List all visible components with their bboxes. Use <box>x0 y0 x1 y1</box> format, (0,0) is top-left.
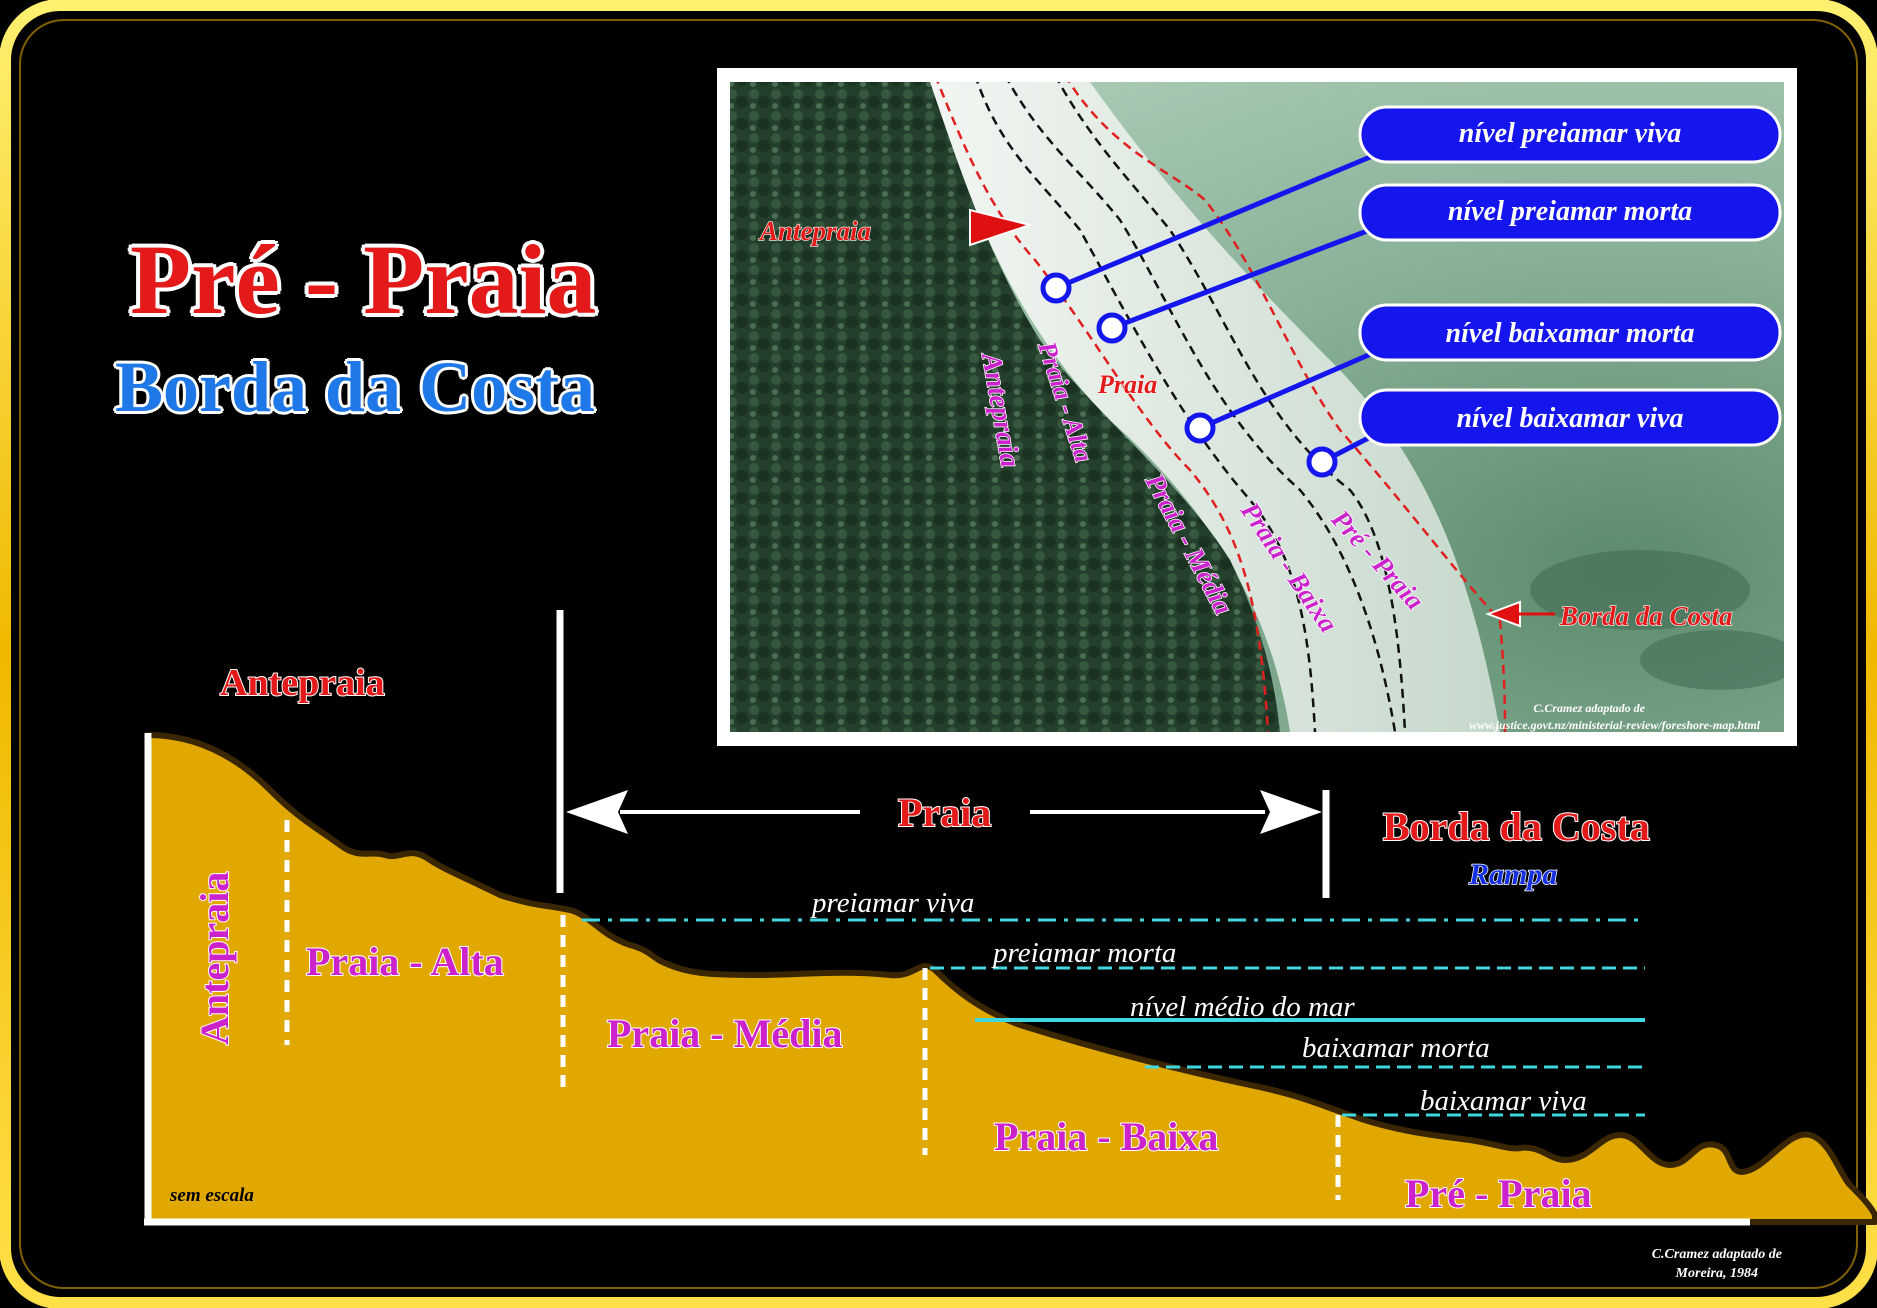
photo-label-borda-da-costa: Borda da Costa <box>1559 601 1733 631</box>
credit-line1: C.Cramez adaptado de <box>1652 1247 1782 1262</box>
photo-borda-pointer: Borda da Costa <box>1485 600 1733 632</box>
boundary-praia-alta-line <box>976 82 1317 732</box>
callout-baixamar-morta: nível baixamar morta <box>1184 303 1782 444</box>
page-subtitle: Borda da Costa <box>115 347 596 427</box>
callout-label: nível preiamar morta <box>1448 196 1692 227</box>
profile-label-rampa: Rampa <box>1468 858 1557 891</box>
profile-label-praia-media: Praia - Média <box>607 1011 843 1056</box>
callout-label: nível baixamar viva <box>1456 403 1683 434</box>
boundary-praia-media-line <box>1007 82 1397 732</box>
level-label-baixamar-morta: baixamar morta <box>1302 1032 1490 1064</box>
callout-preiamar-viva: nível preiamar viva <box>1040 105 1782 304</box>
profile-label-antepraia-vertical: Antepraia <box>192 872 237 1045</box>
vegetation-area <box>730 82 1280 732</box>
profile-label-praia-alta: Praia - Alta <box>306 939 504 984</box>
scale-note: sem escala <box>169 1185 254 1206</box>
boundary-praia-baixa-line <box>1057 82 1407 732</box>
level-label-preiamar-morta: preiamar morta <box>991 937 1176 969</box>
profile-label-pre-praia: Pré - Praia <box>1405 1171 1592 1216</box>
photo-credit-line2: www.justice.govt.nz/ministerial-review/f… <box>1469 718 1761 732</box>
profile-label-borda-da-costa: Borda da Costa <box>1383 804 1650 849</box>
aerial-photo-panel: nível preiamar viva nível preiamar morta… <box>717 68 1797 746</box>
boundary-antepraia-line <box>936 82 1270 732</box>
credit-line2: Moreira, 1984 <box>1675 1266 1758 1281</box>
level-label-baixamar-viva: baixamar viva <box>1420 1085 1587 1117</box>
sand-profile <box>145 732 1877 1225</box>
profile-label-praia: Praia <box>898 790 991 835</box>
photo-label-antepraia: Antepraia <box>758 216 871 246</box>
photo-antepraia-pointer: Antepraia <box>757 208 1034 247</box>
praia-span-arrow <box>556 610 1330 898</box>
page-title: Pré - Praia <box>130 224 597 335</box>
callout-preiamar-morta: nível preiamar morta <box>1096 183 1782 344</box>
photo-credit-line1: C.Cramez adaptado de <box>1533 701 1645 715</box>
callout-label: nível baixamar morta <box>1446 318 1695 349</box>
profile-label-antepraia-top: Antepraia <box>220 662 385 704</box>
photo-label-praia: Praia <box>1097 370 1157 399</box>
callout-label: nível preiamar viva <box>1459 118 1681 149</box>
callout-baixamar-viva: nível baixamar viva <box>1306 388 1782 478</box>
boundary-borda-line <box>1068 82 1507 732</box>
beach-profile: preiamar viva preiamar morta nível médio… <box>144 610 1877 1226</box>
profile-label-praia-baixa: Praia - Baixa <box>994 1114 1218 1159</box>
level-label-nivel-medio: nível médio do mar <box>1130 991 1355 1023</box>
level-label-preiamar-viva: preiamar viva <box>810 887 974 919</box>
